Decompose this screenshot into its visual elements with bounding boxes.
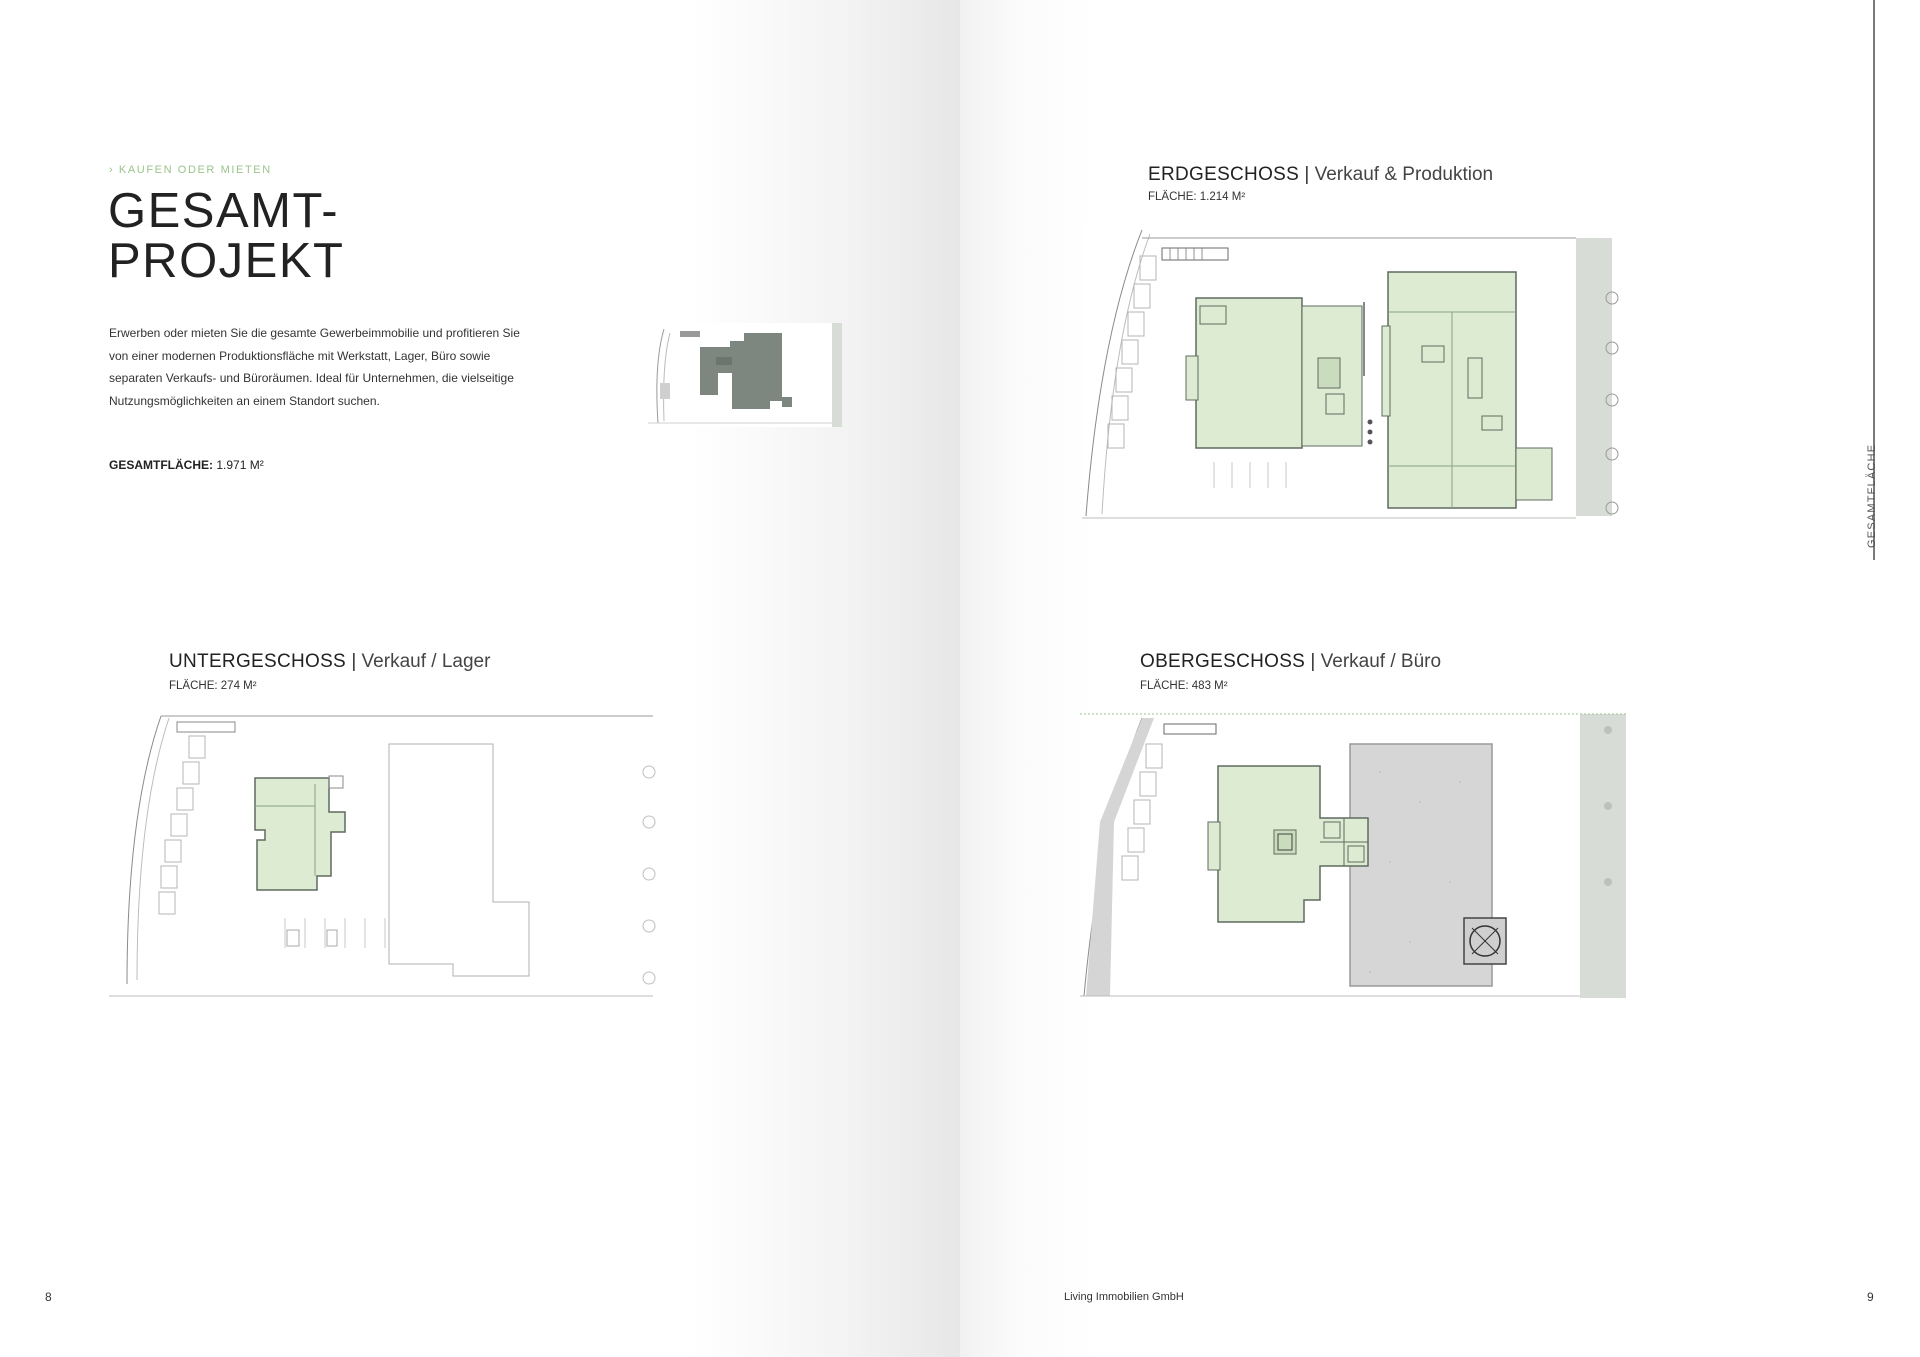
- site-overview-thumbnail: [646, 323, 842, 427]
- total-area-label: GESAMTFLÄCHE:: [109, 458, 213, 472]
- ground-floor-separator: |: [1304, 164, 1310, 185]
- ground-floor-plan: [1082, 226, 1620, 522]
- intro-paragraph: Erwerben oder mieten Sie die gesamte Gew…: [109, 326, 520, 408]
- basement-use: Verkauf / Lager: [361, 651, 491, 672]
- basement-heading: UNTERGESCHOSS | Verkauf / Lager: [169, 651, 490, 673]
- ground-floor-heading: ERDGESCHOSS | Verkauf & Produktion: [1148, 164, 1493, 186]
- upper-floor-name: OBERGESCHOSS: [1140, 651, 1306, 672]
- upper-floor-use: Verkauf / Büro: [1320, 651, 1442, 672]
- page-number-right: 9: [1867, 1290, 1874, 1304]
- ground-floor-area-value: 1.214 M²: [1199, 191, 1246, 203]
- basement-name: UNTERGESCHOSS: [169, 651, 347, 672]
- ground-floor-use: Verkauf & Produktion: [1314, 164, 1494, 185]
- page-title: GESAMT- PROJEKT: [108, 184, 345, 288]
- ground-floor-area-label: FLÄCHE:: [1148, 191, 1197, 203]
- upper-floor-area-label: FLÄCHE:: [1140, 680, 1189, 692]
- basement-area-value: 274 M²: [220, 680, 257, 692]
- ground-floor-name: ERDGESCHOSS: [1148, 164, 1300, 185]
- upper-floor-area-value: 483 M²: [1191, 680, 1228, 692]
- right-page: [960, 0, 1920, 1357]
- page-number-left: 8: [45, 1290, 52, 1304]
- side-rule: [1873, 0, 1875, 560]
- upper-floor-separator: |: [1310, 651, 1316, 672]
- basement-area: FLÄCHE: 274 M²: [169, 680, 257, 692]
- basement-area-label: FLÄCHE:: [169, 680, 218, 692]
- upper-floor-plan: [1080, 712, 1626, 1000]
- footer-company: Living Immobilien GmbH: [1064, 1291, 1184, 1303]
- upper-floor-area: FLÄCHE: 483 M²: [1140, 680, 1228, 692]
- total-area-value: 1.971 M²: [216, 458, 264, 472]
- side-section-label: GESAMTFLÄCHE: [1866, 443, 1878, 548]
- section-eyebrow: › KAUFEN ODER MIETEN: [109, 164, 272, 176]
- total-area: GESAMTFLÄCHE: 1.971 M²: [109, 458, 264, 472]
- basement-separator: |: [351, 651, 357, 672]
- basement-floor-plan: [109, 714, 661, 1000]
- ground-floor-area: FLÄCHE: 1.214 M²: [1148, 191, 1245, 203]
- left-page: [0, 0, 960, 1357]
- upper-floor-heading: OBERGESCHOSS | Verkauf / Büro: [1140, 651, 1441, 673]
